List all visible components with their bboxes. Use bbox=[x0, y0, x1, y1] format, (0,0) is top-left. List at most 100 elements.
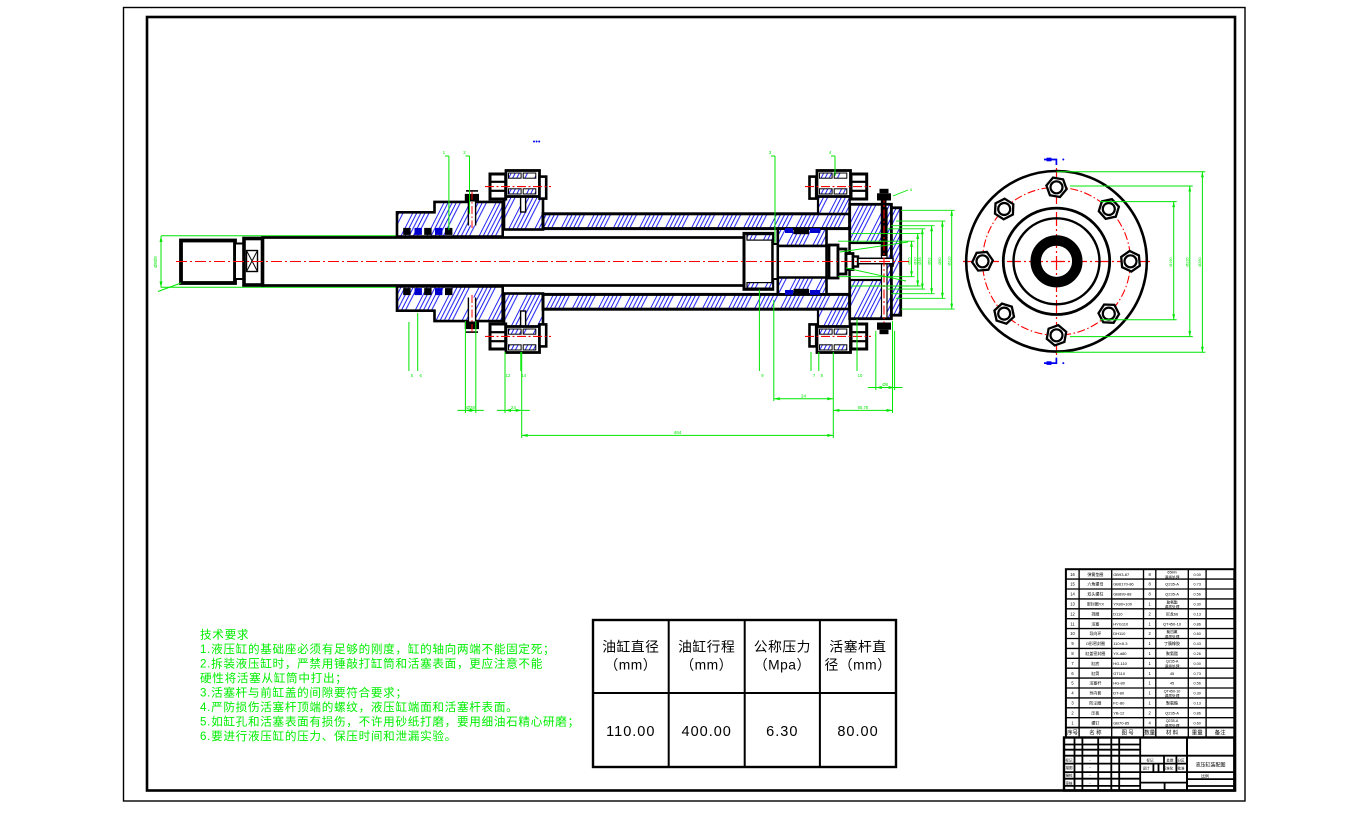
svg-text:调质处理: 调质处理 bbox=[1165, 604, 1180, 609]
svg-text:挡圈: 挡圈 bbox=[1091, 610, 1099, 616]
svg-text:9: 9 bbox=[761, 373, 764, 378]
svg-text:处数: 处数 bbox=[1167, 758, 1175, 763]
svg-text:0.56: 0.56 bbox=[1194, 682, 1201, 686]
svg-text:GB70-85: GB70-85 bbox=[1113, 720, 1130, 725]
svg-text:Ø80f8: Ø80f8 bbox=[153, 256, 158, 268]
svg-text:··: ·· bbox=[1089, 781, 1091, 785]
svg-text:0.86: 0.86 bbox=[1194, 622, 1201, 626]
svg-text:HG-80: HG-80 bbox=[1113, 681, 1126, 686]
svg-text:0.30: 0.30 bbox=[1194, 692, 1201, 696]
svg-text:O形密封圈: O形密封圈 bbox=[1086, 640, 1105, 646]
svg-text:45: 45 bbox=[1170, 671, 1175, 676]
svg-text:QT450-10: QT450-10 bbox=[1164, 689, 1181, 693]
svg-text:5: 5 bbox=[1071, 681, 1074, 686]
svg-text:液压缸装配图: 液压缸装配图 bbox=[1195, 762, 1225, 769]
svg-text:导向环: 导向环 bbox=[1089, 630, 1101, 636]
svg-text:调质处理: 调质处理 bbox=[1165, 693, 1180, 698]
svg-text:活塞: 活塞 bbox=[1091, 620, 1099, 626]
svg-text:Q235-A: Q235-A bbox=[1166, 660, 1179, 664]
svg-text:6: 6 bbox=[1071, 671, 1074, 676]
svg-text:400.00: 400.00 bbox=[682, 724, 732, 740]
svg-text:24: 24 bbox=[801, 393, 807, 398]
svg-text:Ø62: Ø62 bbox=[927, 257, 931, 264]
svg-text:（mm）: （mm） bbox=[680, 658, 733, 673]
svg-text:6.30: 6.30 bbox=[766, 724, 798, 740]
svg-text:5.如缸孔和活塞表面有损伤，不许用砂纸打磨，要用细油石精心研: 5.如缸孔和活塞表面有损伤，不许用砂纸打磨，要用细油石精心研磨； bbox=[200, 714, 580, 728]
svg-text:6.要进行液压缸的压力、保压时间和泄漏实验。: 6.要进行液压缸的压力、保压时间和泄漏实验。 bbox=[200, 729, 457, 743]
svg-text:3.活塞杆与前缸盖的间隙要符合要求；: 3.活塞杆与前缸盖的间隙要符合要求； bbox=[200, 685, 408, 699]
svg-text:Ø80: Ø80 bbox=[938, 257, 942, 264]
svg-text:0.73: 0.73 bbox=[1194, 583, 1201, 587]
svg-text:活塞杆直: 活塞杆直 bbox=[829, 639, 886, 655]
svg-text:D110: D110 bbox=[1113, 611, 1123, 616]
svg-text:GB6170-86: GB6170-86 bbox=[1113, 582, 1134, 587]
svg-text:螺钉: 螺钉 bbox=[1091, 719, 1099, 725]
svg-text:调质处理: 调质处理 bbox=[1165, 723, 1180, 728]
svg-text:调质处理: 调质处理 bbox=[1165, 664, 1180, 669]
svg-text:Q235-A: Q235-A bbox=[1166, 719, 1179, 723]
svg-text:审核: 审核 bbox=[1066, 780, 1074, 785]
svg-text:聚氨酯: 聚氨酯 bbox=[1167, 599, 1178, 604]
svg-text:3: 3 bbox=[769, 150, 772, 155]
svg-text:标记: 标记 bbox=[1066, 758, 1074, 763]
svg-text:12: 12 bbox=[1070, 611, 1075, 616]
svg-text:调质处理: 调质处理 bbox=[1165, 634, 1180, 639]
svg-text:Ø280: Ø280 bbox=[1198, 257, 1202, 266]
svg-text:DH110: DH110 bbox=[1113, 631, 1126, 636]
svg-text:5: 5 bbox=[411, 373, 414, 378]
svg-text:1.液压缸的基础座必须有足够的刚度，缸的轴向两端不能固定死；: 1.液压缸的基础座必须有足够的刚度，缸的轴向两端不能固定死； bbox=[200, 642, 555, 656]
svg-text:图 号: 图 号 bbox=[1121, 729, 1134, 737]
svg-text:6: 6 bbox=[420, 373, 423, 378]
svg-text:GT110: GT110 bbox=[1113, 671, 1126, 676]
svg-text:GB93-87: GB93-87 bbox=[1113, 572, 1130, 577]
svg-text:0.86: 0.86 bbox=[1194, 711, 1201, 715]
svg-text:4: 4 bbox=[829, 150, 832, 155]
svg-text:10: 10 bbox=[858, 373, 863, 378]
svg-text:10: 10 bbox=[1070, 631, 1075, 636]
svg-text:1: 1 bbox=[1149, 661, 1152, 666]
svg-text:FC-80: FC-80 bbox=[1113, 701, 1125, 706]
svg-text:标准化: 标准化 bbox=[1163, 766, 1174, 771]
svg-text:Ø190: Ø190 bbox=[1169, 257, 1173, 266]
svg-text:名 称: 名 称 bbox=[1089, 729, 1102, 737]
svg-text:活塞杆: 活塞杆 bbox=[1089, 680, 1101, 686]
svg-text:··: ·· bbox=[1089, 766, 1091, 770]
svg-text:Ø8: Ø8 bbox=[882, 382, 888, 387]
svg-text:··: ·· bbox=[1089, 774, 1091, 778]
svg-text:1: 1 bbox=[1149, 681, 1152, 686]
svg-text:材 料: 材 料 bbox=[1166, 729, 1179, 737]
svg-text:0.60: 0.60 bbox=[1194, 721, 1201, 725]
svg-text:尼龙66: 尼龙66 bbox=[1166, 610, 1179, 616]
svg-text:7: 7 bbox=[1071, 661, 1074, 666]
svg-text:六角螺母: 六角螺母 bbox=[1087, 581, 1103, 587]
svg-text:调质处理: 调质处理 bbox=[1165, 574, 1180, 579]
svg-text:2: 2 bbox=[463, 150, 466, 155]
svg-text:标记: 标记 bbox=[1147, 758, 1155, 763]
svg-text:Q235-A: Q235-A bbox=[1165, 592, 1179, 597]
svg-text:0.26: 0.26 bbox=[1194, 652, 1201, 656]
svg-text:1: 1 bbox=[443, 150, 446, 155]
svg-text:密封圈YX: 密封圈YX bbox=[1087, 601, 1105, 607]
svg-text:设计: 设计 bbox=[1143, 766, 1151, 771]
svg-text:11: 11 bbox=[1070, 621, 1075, 626]
svg-text:缸筒: 缸筒 bbox=[1091, 670, 1099, 676]
svg-text:YX-d80: YX-d80 bbox=[1113, 651, 1127, 656]
svg-text:2: 2 bbox=[1071, 710, 1074, 715]
svg-text:464: 464 bbox=[674, 430, 682, 435]
svg-text:Ø25: Ø25 bbox=[907, 257, 911, 264]
svg-text:0.00: 0.00 bbox=[1194, 573, 1201, 577]
svg-text:1: 1 bbox=[1149, 621, 1152, 626]
svg-text:4: 4 bbox=[1071, 691, 1074, 696]
svg-text:1: 1 bbox=[1071, 720, 1074, 725]
svg-text:径（mm）: 径（mm） bbox=[825, 658, 892, 673]
svg-text:7: 7 bbox=[813, 373, 816, 378]
svg-text:防尘圈: 防尘圈 bbox=[1089, 700, 1101, 706]
svg-text:（Mpa）: （Mpa） bbox=[754, 658, 811, 673]
svg-text:HG-110: HG-110 bbox=[1113, 661, 1127, 666]
svg-text:2: 2 bbox=[1149, 710, 1152, 715]
svg-text:4: 4 bbox=[1149, 720, 1152, 725]
svg-text:110.00: 110.00 bbox=[606, 724, 655, 740]
svg-text:数量: 数量 bbox=[1144, 729, 1155, 737]
svg-text:（mm）: （mm） bbox=[605, 658, 658, 673]
svg-text:15: 15 bbox=[1070, 582, 1075, 587]
